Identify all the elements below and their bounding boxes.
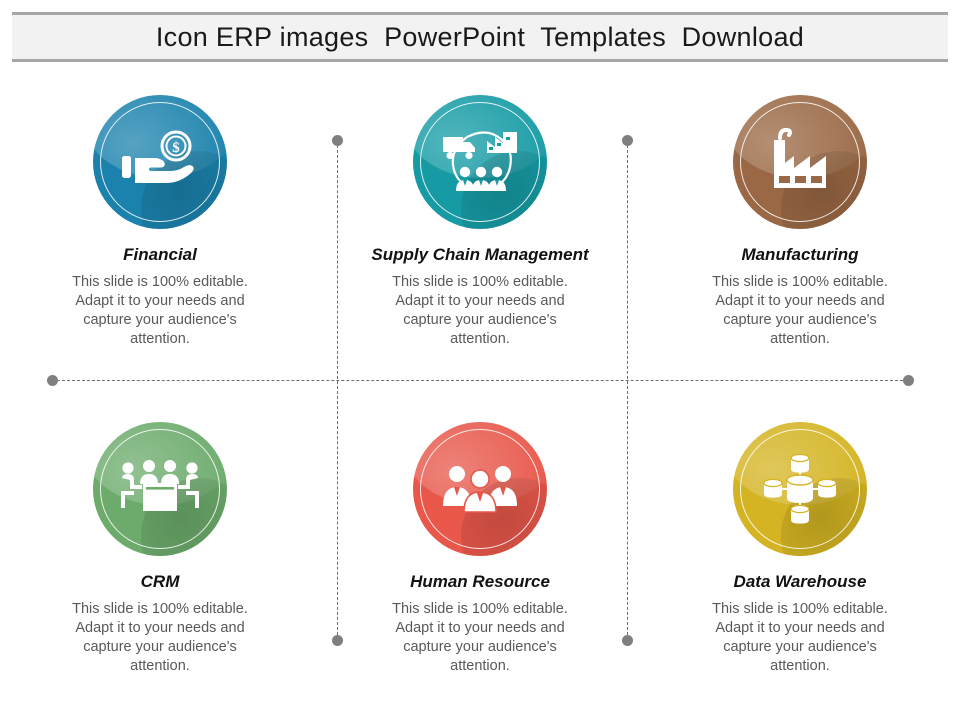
connector-dot-right — [903, 375, 914, 386]
connector-dot-top-left — [332, 135, 343, 146]
icon-financial-wrap: $ — [93, 95, 227, 229]
connector-dot-bottom-right — [622, 635, 633, 646]
icon-disc-supply-chain — [413, 95, 547, 229]
card-title: Supply Chain Management — [371, 245, 589, 264]
icon-human-resource-wrap — [413, 422, 547, 557]
card-body-text: This slide is 100% editable. Adapt it to… — [392, 600, 568, 675]
card-body-text: This slide is 100% editable. Adapt it to… — [72, 600, 248, 675]
icon-supply-chain-wrap — [413, 95, 547, 229]
slide-title-bar: Icon ERP images PowerPoint Templates Dow… — [12, 12, 948, 62]
card-body-text: This slide is 100% editable. Adapt it to… — [72, 273, 248, 348]
svg-text:$: $ — [172, 140, 180, 156]
card-row-top: $ Financial This slide is 100% editable.… — [0, 95, 960, 349]
icon-disc-human-resource — [413, 422, 547, 557]
card-body-text: This slide is 100% editable. Adapt it to… — [712, 273, 888, 348]
icon-manufacturing-wrap — [733, 95, 867, 229]
card-supply-chain-management[interactable]: Supply Chain Management This slide is 10… — [320, 95, 640, 349]
card-title: Human Resource — [410, 572, 550, 592]
icon-data-warehouse-wrap — [733, 422, 867, 557]
connector-dot-left — [47, 375, 58, 386]
icon-disc-crm — [93, 422, 227, 557]
connector-dot-top-right — [622, 135, 633, 146]
database-network-icon — [733, 422, 867, 556]
card-human-resource[interactable]: Human Resource This slide is 100% editab… — [320, 422, 640, 676]
card-body-text: This slide is 100% editable. Adapt it to… — [712, 600, 888, 675]
card-financial[interactable]: $ Financial This slide is 100% editable.… — [0, 95, 320, 349]
card-title: Financial — [123, 245, 197, 264]
icon-crm-wrap — [93, 422, 227, 557]
card-body-text: This slide is 100% editable. Adapt it to… — [392, 273, 568, 348]
people-at-table-icon — [93, 422, 227, 556]
page-title: Icon ERP images PowerPoint Templates Dow… — [155, 21, 805, 52]
truck-factory-people-cycle-icon — [413, 95, 547, 229]
card-crm[interactable]: CRM This slide is 100% editable. Adapt i… — [0, 422, 320, 676]
hand-holding-dollar-coin-icon: $ — [93, 95, 227, 229]
card-title: Manufacturing — [741, 245, 859, 264]
icon-card-grid: $ Financial This slide is 100% editable.… — [0, 95, 960, 676]
horizontal-connector-line — [52, 380, 908, 381]
card-data-warehouse[interactable]: Data Warehouse This slide is 100% editab… — [640, 422, 960, 676]
three-business-people-icon — [413, 422, 547, 556]
vertical-connector-line-right — [627, 140, 628, 640]
card-title: Data Warehouse — [733, 572, 867, 592]
card-manufacturing[interactable]: Manufacturing This slide is 100% editabl… — [640, 95, 960, 349]
card-title: CRM — [140, 572, 180, 592]
factory-icon — [733, 95, 867, 229]
vertical-connector-line-left — [337, 140, 338, 640]
card-row-bottom: CRM This slide is 100% editable. Adapt i… — [0, 422, 960, 676]
connector-dot-bottom-left — [332, 635, 343, 646]
